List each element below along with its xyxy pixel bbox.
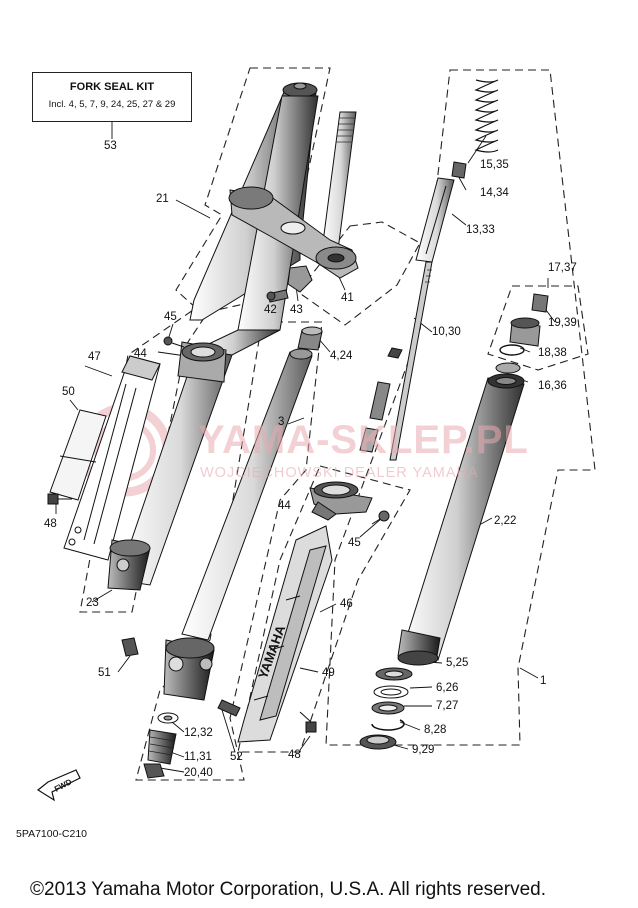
- spring-15-35: [474, 79, 499, 153]
- seal-7-27: [371, 701, 405, 715]
- cap-bolt-19-39: [509, 293, 549, 347]
- inner-tube-3: [181, 348, 313, 641]
- callout-47: 47: [88, 351, 101, 363]
- bushing-4-24: [297, 326, 323, 351]
- callout-15-35: 15,35: [480, 159, 509, 171]
- callout-12-32: 12,32: [184, 727, 213, 739]
- callout-49: 49: [322, 667, 335, 679]
- callout-45-upper: 45: [164, 311, 177, 323]
- o-ring-18-38: [499, 344, 525, 356]
- spacer-14-34: [451, 161, 467, 179]
- fwd-arrow-icon: [36, 769, 81, 802]
- dust-seal-9-29: [359, 734, 397, 750]
- callout-48-right: 48: [288, 749, 301, 761]
- callout-43: 43: [290, 304, 303, 316]
- spacer-pipe-13-33: [415, 177, 455, 263]
- watermark-subtext: WOJCIECHOWSKI DEALER YAMAHA: [200, 465, 479, 481]
- callout-45-center: 45: [348, 537, 361, 549]
- steering-shaft: [321, 111, 357, 251]
- clip-8-28: [371, 719, 405, 731]
- callout-19-39: 19,39: [548, 317, 577, 329]
- under-bracket: [228, 186, 359, 279]
- washer-12-32: [157, 712, 179, 724]
- callout-46: 46: [340, 598, 353, 610]
- outline-cap-assembly: [487, 285, 589, 371]
- outline-guard-assembly: [237, 465, 411, 753]
- copyright-notice: ©2013 Yamaha Motor Corporation, U.S.A. A…: [30, 879, 546, 900]
- axle-holder-23: [107, 539, 151, 591]
- callout-51: 51: [98, 667, 111, 679]
- callout-42: 42: [264, 304, 277, 316]
- callout-13-33: 13,33: [466, 224, 495, 236]
- callout-50: 50: [62, 386, 75, 398]
- washer-6-26: [373, 685, 409, 699]
- outline-right-assembly: [325, 69, 596, 746]
- watermark-text: YAMA-SKLEP.PL: [198, 418, 529, 462]
- kit-contents: Incl. 4, 5, 7, 9, 24, 25, 27 & 29: [48, 99, 176, 110]
- callout-20-40: 20,40: [184, 767, 213, 779]
- callout-21: 21: [156, 193, 169, 205]
- boot-11-31: [147, 729, 177, 765]
- cable-guide-43: [266, 265, 313, 303]
- callout-3: 3: [278, 416, 285, 428]
- callout-9-29: 9,29: [412, 744, 435, 756]
- callout-14-34: 14,34: [480, 187, 509, 199]
- callout-18-38: 18,38: [538, 347, 567, 359]
- guard-47: [63, 355, 161, 561]
- outline-cylinder-assembly: [297, 221, 421, 326]
- callout-53: 53: [104, 140, 117, 152]
- callout-2-22: 2,22: [494, 515, 517, 527]
- callout-48-left: 48: [44, 518, 57, 530]
- clamp-44-left: [163, 336, 227, 383]
- callout-6-26: 6,26: [436, 682, 459, 694]
- clamp-44-center: [309, 481, 373, 521]
- callout-17-37: 17,37: [548, 262, 577, 274]
- callout-44-upper: 44: [134, 348, 147, 360]
- callout-8-28: 8,28: [424, 724, 447, 736]
- bolt-48-left: [47, 493, 72, 505]
- outer-tube-2-22: [397, 373, 525, 666]
- part-51: [121, 637, 139, 657]
- callout-7-27: 7,27: [436, 700, 459, 712]
- diagram-code: 5PA7100-C210: [16, 828, 88, 840]
- callout-16-36: 16,36: [538, 380, 567, 392]
- callout-5-25: 5,25: [446, 657, 469, 669]
- callout-11-31: 11,31: [184, 751, 212, 763]
- callout-1: 1: [540, 675, 547, 687]
- callout-4-24: 4,24: [330, 350, 353, 362]
- kit-title: FORK SEAL KIT: [69, 81, 155, 93]
- bolt-48-right: [299, 711, 317, 733]
- nut-20-40: [143, 763, 165, 779]
- callout-44-center: 44: [278, 500, 291, 512]
- washer-16-36: [495, 362, 521, 374]
- bolt-52: [217, 699, 241, 717]
- callout-41: 41: [341, 292, 354, 304]
- callout-23: 23: [86, 597, 99, 609]
- axle-bracket: [163, 637, 215, 701]
- seal-5-25: [375, 667, 413, 681]
- fork-guard-46-49: [237, 525, 333, 743]
- fork-seal-kit-box: FORK SEAL KIT Incl. 4, 5, 7, 9, 24, 25, …: [32, 72, 192, 122]
- bolt-45-center: [371, 510, 390, 525]
- callout-52: 52: [230, 751, 243, 763]
- shim-50: [49, 409, 107, 501]
- callout-10-30: 10,30: [432, 326, 461, 338]
